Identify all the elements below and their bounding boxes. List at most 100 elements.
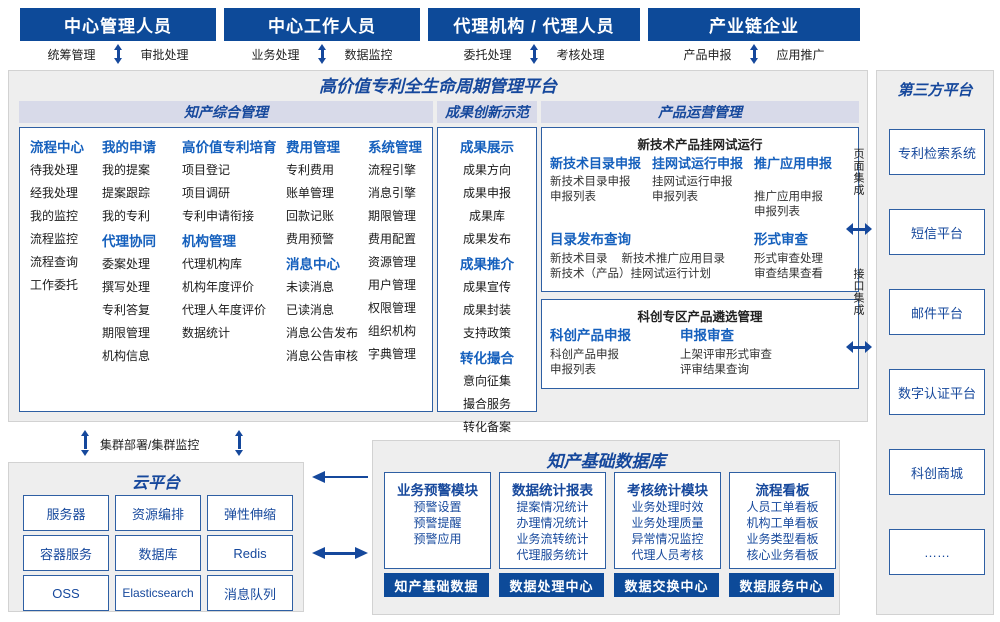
menu-item[interactable]: 账单管理 bbox=[286, 186, 335, 200]
menu-item[interactable]: 上架评审形式审查 bbox=[680, 349, 772, 361]
menu-item[interactable]: 项目调研 bbox=[182, 186, 231, 200]
menu-item[interactable]: 机构工单看板 bbox=[746, 516, 819, 530]
database-bar-3[interactable]: 数据服务中心 bbox=[729, 573, 834, 597]
menu-item[interactable]: 字典管理 bbox=[368, 347, 417, 361]
menu-item[interactable]: 推广应用申报 bbox=[754, 191, 823, 203]
role-bar-1[interactable]: 中心工作人员 bbox=[224, 8, 420, 41]
menu-item[interactable]: 审查结果查看 bbox=[754, 268, 823, 280]
menu-item[interactable]: 用户管理 bbox=[368, 278, 417, 292]
menu-item[interactable]: 成果封装 bbox=[462, 303, 511, 317]
cloud-item-6[interactable]: OSS bbox=[23, 575, 109, 611]
menu-item[interactable]: 成果宣传 bbox=[462, 280, 511, 294]
menu-item[interactable]: 提案跟踪 bbox=[102, 186, 151, 200]
menu-item[interactable]: 新技术目录 bbox=[550, 253, 608, 265]
database-bar-2[interactable]: 数据交换中心 bbox=[614, 573, 719, 597]
menu-item[interactable]: 消息引擎 bbox=[368, 186, 417, 200]
third-party-item-4[interactable]: 科创商城 bbox=[889, 449, 985, 495]
menu-item[interactable]: 撰写处理 bbox=[102, 280, 151, 294]
cloud-item-1[interactable]: 资源编排 bbox=[115, 495, 201, 531]
third-party-item-5[interactable]: …… bbox=[889, 529, 985, 575]
menu-item[interactable]: 期限管理 bbox=[102, 326, 151, 340]
menu-item[interactable]: 业务处理时效 bbox=[631, 500, 704, 514]
role-bar-3[interactable]: 产业链企业 bbox=[648, 8, 860, 41]
menu-item[interactable]: 申报列表 bbox=[550, 191, 596, 203]
menu-item[interactable]: 代理人年度评价 bbox=[182, 303, 267, 317]
menu-item[interactable]: 回款记账 bbox=[286, 209, 335, 223]
menu-item[interactable]: 数据统计 bbox=[182, 326, 231, 340]
menu-item[interactable]: 成果库 bbox=[468, 209, 505, 223]
cloud-item-3[interactable]: 容器服务 bbox=[23, 535, 109, 571]
menu-item[interactable]: 专利申请衔接 bbox=[182, 209, 255, 223]
menu-item[interactable]: 业务处理质量 bbox=[631, 516, 704, 530]
menu-item[interactable]: 代理人员考核 bbox=[631, 548, 704, 562]
menu-item[interactable]: 消息公告审核 bbox=[286, 349, 359, 363]
menu-item[interactable]: 权限管理 bbox=[368, 301, 417, 315]
menu-item[interactable]: 办理情况统计 bbox=[516, 516, 589, 530]
menu-item[interactable]: 专利答复 bbox=[102, 303, 151, 317]
menu-item[interactable]: 申报列表 bbox=[652, 191, 698, 203]
menu-item[interactable]: 我的提案 bbox=[102, 163, 151, 177]
menu-item[interactable]: 评审结果查询 bbox=[680, 364, 749, 376]
menu-item[interactable]: 成果发布 bbox=[462, 232, 511, 246]
database-bar-1[interactable]: 数据处理中心 bbox=[499, 573, 604, 597]
role-bar-2[interactable]: 代理机构 / 代理人员 bbox=[428, 8, 640, 41]
menu-item[interactable]: 期限管理 bbox=[368, 209, 417, 223]
menu-item[interactable]: 经我处理 bbox=[30, 186, 79, 200]
menu-item[interactable]: 支持政策 bbox=[462, 326, 511, 340]
menu-item[interactable]: 专利费用 bbox=[286, 163, 335, 177]
menu-item[interactable]: 流程引擎 bbox=[368, 163, 417, 177]
menu-item[interactable]: 新技术推广应用目录 bbox=[621, 253, 726, 265]
menu-item[interactable]: 已读消息 bbox=[286, 303, 335, 317]
cloud-item-7[interactable]: Elasticsearch bbox=[115, 575, 201, 611]
menu-item[interactable]: 转化备案 bbox=[462, 420, 511, 434]
third-party-item-2[interactable]: 邮件平台 bbox=[889, 289, 985, 335]
menu-item[interactable]: 流程查询 bbox=[30, 255, 79, 269]
menu-item[interactable]: 成果申报 bbox=[462, 186, 511, 200]
menu-item[interactable]: 成果方向 bbox=[462, 163, 511, 177]
menu-item[interactable]: 意向征集 bbox=[462, 374, 511, 388]
menu-item[interactable]: 我的专利 bbox=[102, 209, 151, 223]
menu-item[interactable]: 机构年度评价 bbox=[182, 280, 255, 294]
menu-item[interactable]: 流程监控 bbox=[30, 232, 79, 246]
menu-item[interactable]: 形式审查处理 bbox=[754, 253, 823, 265]
menu-item[interactable]: 资源管理 bbox=[368, 255, 417, 269]
menu-item[interactable]: 新技术目录申报 bbox=[550, 176, 631, 188]
third-party-item-0[interactable]: 专利检索系统 bbox=[889, 129, 985, 175]
menu-item[interactable]: 代理机构库 bbox=[182, 257, 243, 271]
cloud-item-5[interactable]: Redis bbox=[207, 535, 293, 571]
menu-item[interactable]: 科创产品申报 bbox=[550, 349, 619, 361]
menu-item[interactable]: 异常情况监控 bbox=[631, 532, 704, 546]
menu-item[interactable]: 预警设置 bbox=[413, 500, 462, 514]
menu-item[interactable]: 工作委托 bbox=[30, 278, 79, 292]
menu-item[interactable]: 组织机构 bbox=[368, 324, 417, 338]
menu-item[interactable]: 委案处理 bbox=[102, 257, 151, 271]
cloud-item-0[interactable]: 服务器 bbox=[23, 495, 109, 531]
third-party-item-1[interactable]: 短信平台 bbox=[889, 209, 985, 255]
menu-item[interactable]: 提案情况统计 bbox=[516, 500, 589, 514]
menu-item[interactable]: 人员工单看板 bbox=[746, 500, 819, 514]
cloud-item-4[interactable]: 数据库 bbox=[115, 535, 201, 571]
menu-item[interactable]: 代理服务统计 bbox=[516, 548, 589, 562]
menu-item[interactable]: 消息公告发布 bbox=[286, 326, 359, 340]
menu-item[interactable]: 费用配置 bbox=[368, 232, 417, 246]
menu-item[interactable]: 业务流转统计 bbox=[516, 532, 589, 546]
menu-item[interactable]: 项目登记 bbox=[182, 163, 231, 177]
menu-item[interactable]: 预警提醒 bbox=[413, 516, 462, 530]
menu-item[interactable]: 挂网试运行申报 bbox=[652, 176, 733, 188]
menu-item[interactable]: 撮合服务 bbox=[462, 397, 511, 411]
menu-item[interactable]: 待我处理 bbox=[30, 163, 79, 177]
menu-item[interactable]: 申报列表 bbox=[754, 206, 800, 218]
menu-item[interactable]: 新技术（产品）挂网试运行计划 bbox=[550, 268, 711, 280]
database-bar-0[interactable]: 知产基础数据 bbox=[384, 573, 489, 597]
menu-item[interactable]: 机构信息 bbox=[102, 349, 151, 363]
menu-item[interactable]: 费用预警 bbox=[286, 232, 335, 246]
role-bar-0[interactable]: 中心管理人员 bbox=[20, 8, 216, 41]
menu-item[interactable]: 申报列表 bbox=[550, 364, 596, 376]
menu-item[interactable]: 未读消息 bbox=[286, 280, 335, 294]
menu-item[interactable]: 核心业务看板 bbox=[746, 548, 819, 562]
cloud-item-8[interactable]: 消息队列 bbox=[207, 575, 293, 611]
menu-item[interactable]: 业务类型看板 bbox=[746, 532, 819, 546]
third-party-item-3[interactable]: 数字认证平台 bbox=[889, 369, 985, 415]
cloud-item-2[interactable]: 弹性伸缩 bbox=[207, 495, 293, 531]
menu-item[interactable]: 预警应用 bbox=[413, 532, 462, 546]
